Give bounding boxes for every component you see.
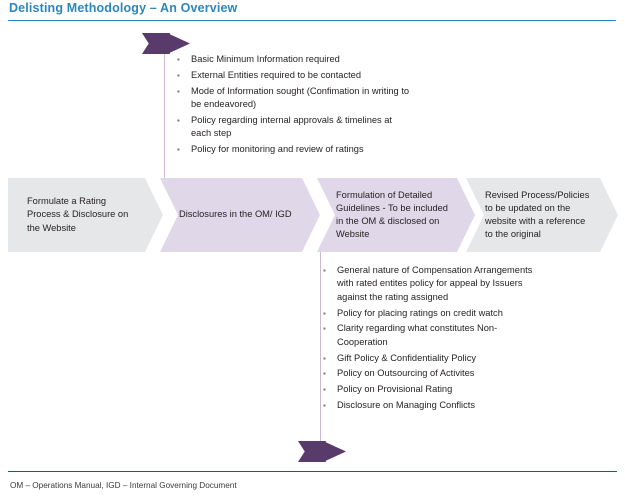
bullet-icon: ▪ (177, 115, 180, 125)
list-item-label: Clarity regarding what constitutes Non-C… (337, 323, 498, 347)
list-item: ▪ External Entities required to be contac… (177, 69, 412, 82)
process-step-4-label: Revised Process/Policies to be updated o… (485, 189, 590, 240)
bullet-icon: ▪ (323, 353, 326, 363)
list-item: ▪ Policy on Outsourcing of Activites (323, 367, 541, 380)
page-title: Delisting Methodology – An Overview (9, 1, 238, 15)
list-item-label: Policy regarding internal approvals & ti… (191, 114, 393, 139)
bullet-icon: ▪ (323, 401, 326, 410)
list-item-label: Gift Policy & Confidentiality Policy (337, 352, 476, 363)
arrow-pennant-icon-bottom (298, 441, 346, 462)
process-step-3-label: Formulation of Detailed Guidelines - To … (336, 189, 448, 240)
list-item: ▪ Mode of Information sought (Confimation… (177, 85, 412, 112)
list-item: ▪ Policy for monitoring and review of rat… (177, 143, 412, 156)
process-step-3[interactable]: Formulation of Detailed Guidelines - To … (317, 178, 475, 252)
list-item: ▪ Policy on Provisional Rating (323, 383, 541, 396)
arrow-pennant-icon-top (142, 33, 190, 54)
connector-line-top (164, 44, 165, 180)
bullet-icon: ▪ (177, 70, 180, 80)
bullet-icon: ▪ (323, 308, 326, 318)
bullet-icon: ▪ (177, 145, 180, 154)
list-item-label: Policy for monitoring and review of rati… (191, 144, 364, 154)
list-item-label: General nature of Compensation Arrangeme… (337, 265, 533, 302)
footer-divider (8, 471, 617, 473)
bullet-icon: ▪ (177, 55, 180, 64)
list-item: ▪ General nature of Compensation Arrangem… (323, 264, 541, 304)
bullet-icon: ▪ (323, 266, 326, 275)
process-step-4[interactable]: Revised Process/Policies to be updated o… (466, 178, 618, 252)
list-item: ▪ Policy regarding internal approvals & t… (177, 114, 412, 141)
list-item-label: External Entities required to be contact… (191, 69, 362, 80)
bullet-icon: ▪ (323, 385, 326, 395)
list-item: ▪ Gift Policy & Confidentiality Policy (323, 352, 541, 365)
list-item-label: Policy on Outsourcing of Activites (337, 368, 475, 379)
process-step-2[interactable]: Disclosures in the OM/ IGD (160, 178, 320, 252)
title-divider (8, 20, 616, 22)
list-item-label: Disclosure on Managing Conflicts (337, 400, 475, 410)
list-item-label: Policy for placing ratings on credit wat… (337, 307, 503, 318)
list-item: ▪ Basic Minimum Information required (177, 53, 412, 66)
bullet-icon: ▪ (323, 369, 326, 379)
callout-list-bottom: ▪ General nature of Compensation Arrangem… (323, 264, 541, 415)
process-step-1[interactable]: Formulate a Rating Process & Disclosure … (8, 178, 163, 252)
bullet-icon: ▪ (177, 86, 180, 96)
list-item: ▪ Disclosure on Managing Conflicts (323, 399, 541, 412)
callout-list-top: ▪ Basic Minimum Information required ▪ Exte… (177, 53, 412, 159)
process-step-2-label: Disclosures in the OM/ IGD (179, 209, 292, 220)
process-step-1-label: Formulate a Rating Process & Disclosure … (27, 196, 129, 233)
footer-legend: OM – Operations Manual, IGD – Internal G… (10, 481, 237, 490)
list-item: ▪ Policy for placing ratings on credit wa… (323, 307, 541, 320)
list-item: ▪ Clarity regarding what constitutes Non-… (323, 322, 541, 349)
list-item-label: Mode of Information sought (Confimation … (191, 85, 410, 109)
list-item-label: Basic Minimum Information required (191, 54, 340, 64)
connector-line-bottom (320, 250, 321, 446)
list-item-label: Policy on Provisional Rating (337, 384, 453, 395)
bullet-icon: ▪ (323, 324, 326, 334)
